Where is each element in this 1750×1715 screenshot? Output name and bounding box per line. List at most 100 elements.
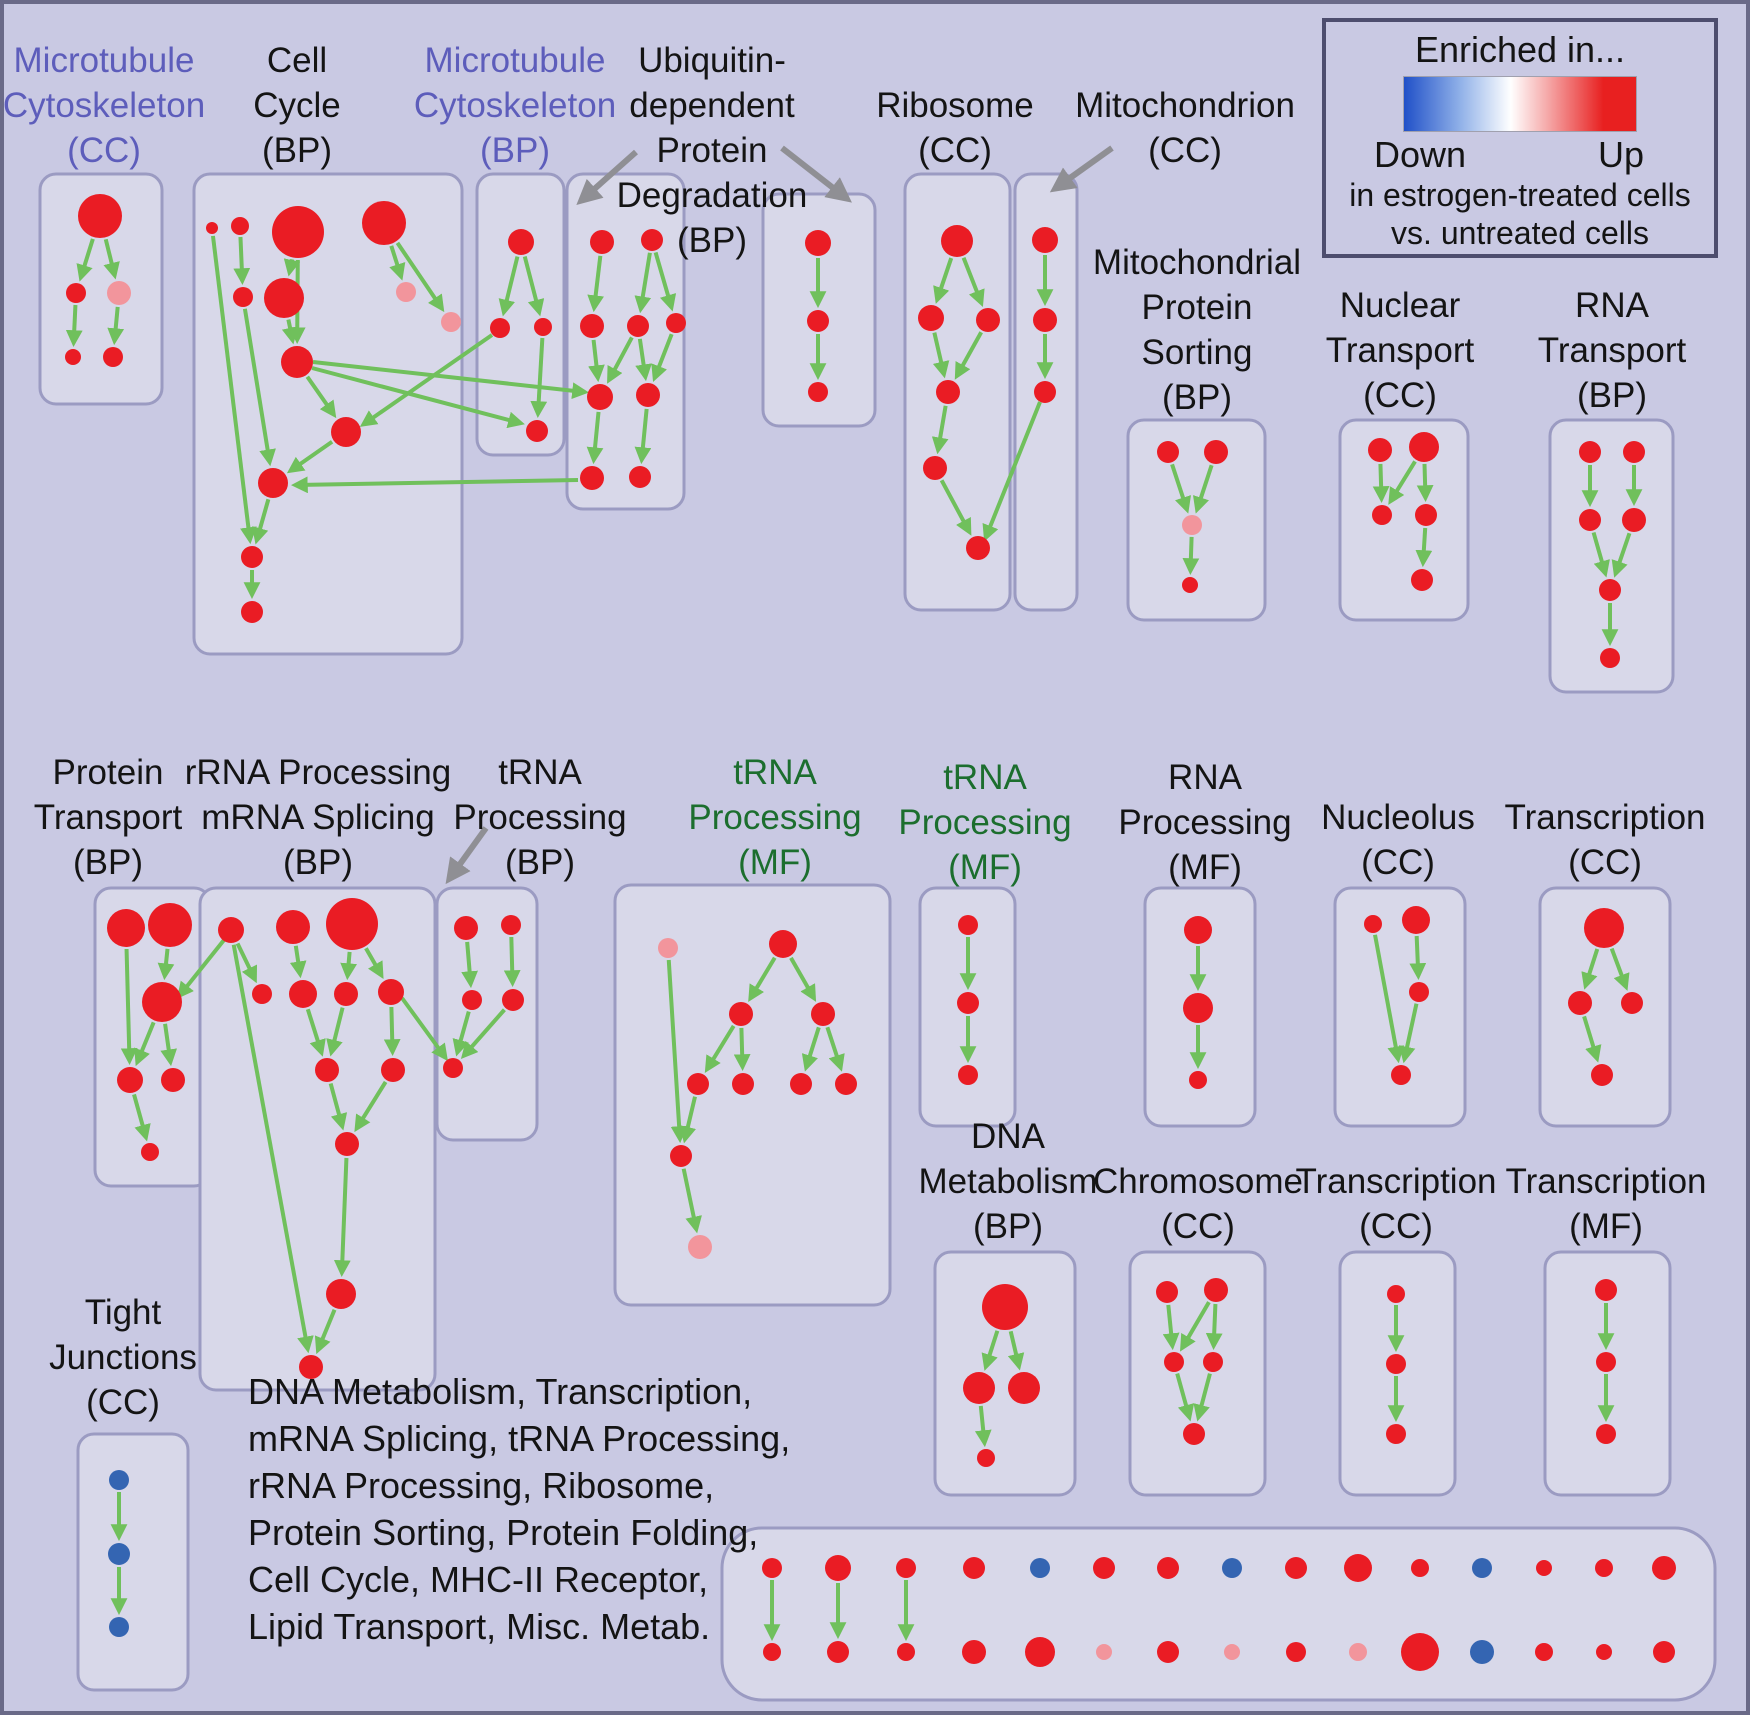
label-rrna-processing-mrna-splicing-bp: rRNA Processing mRNA Splicing (BP) — [184, 753, 452, 882]
go-term-node — [1189, 1071, 1207, 1089]
edge-arrow — [801, 1026, 821, 1072]
edge-arrow — [1372, 463, 1390, 504]
go-term-node — [1368, 438, 1392, 462]
go-term-node — [233, 287, 253, 307]
edge-arrow — [704, 1024, 736, 1073]
edge-arrow — [314, 1308, 337, 1355]
edge-arrow — [588, 339, 605, 383]
go-term-node — [1536, 1560, 1552, 1576]
legend-gradient-bar — [1403, 76, 1637, 132]
go-term-node — [936, 380, 960, 404]
go-term-node — [66, 283, 86, 303]
go-term-node — [963, 1372, 995, 1404]
go-term-node — [272, 206, 324, 258]
go-term-node — [1034, 381, 1056, 403]
go-term-node — [763, 1643, 781, 1661]
panel-chromosome-cc — [1128, 1250, 1267, 1497]
edge-arrow — [283, 258, 301, 277]
pointer-arrow — [576, 149, 638, 206]
go-term-node — [1183, 1423, 1205, 1445]
go-term-node — [1386, 1354, 1406, 1374]
edge-arrow — [1007, 1330, 1025, 1371]
edge-arrow — [312, 360, 590, 400]
go-term-node — [381, 1058, 405, 1082]
go-term-node — [362, 201, 406, 245]
go-term-node — [1157, 441, 1179, 463]
go-term-node — [501, 915, 521, 935]
go-term-node — [252, 984, 272, 1004]
go-term-node — [641, 229, 663, 251]
label-microtubule-cytoskeleton-bp: Microtubule Cytoskeleton (BP) — [413, 41, 617, 170]
go-term-node — [1409, 982, 1429, 1002]
edge-arrow — [666, 959, 688, 1144]
legend-subtitle-line1: in estrogen-treated cells — [1349, 177, 1691, 213]
panel-transcription-mf — [1543, 1250, 1672, 1497]
go-term-node — [1599, 579, 1621, 601]
go-term-node — [918, 305, 944, 331]
edge-arrow — [748, 956, 777, 1003]
go-term-node — [811, 1002, 835, 1026]
go-term-node — [289, 980, 317, 1008]
label-mitochondrion-cc: Mitochondrion (CC) — [1075, 86, 1295, 170]
go-term-node — [1579, 509, 1601, 531]
go-term-node — [1401, 1633, 1439, 1671]
edge-arrow — [76, 238, 95, 282]
go-term-node — [666, 313, 686, 333]
edge-arrow — [974, 1405, 992, 1448]
edge-arrow — [981, 1330, 1000, 1371]
misc-line-6: Lipid Transport, Misc. Metab. — [248, 1606, 711, 1647]
misc-line-1: DNA Metabolism, Transcription, — [248, 1371, 753, 1412]
edge-arrow — [333, 1157, 351, 1278]
go-term-node — [526, 420, 548, 442]
go-term-node — [976, 308, 1000, 332]
edge-arrow — [305, 1008, 326, 1057]
edge-arrow — [530, 337, 548, 419]
panel-nucleolus-cc — [1333, 886, 1467, 1128]
go-term-node — [629, 466, 651, 488]
go-term-node — [977, 1449, 995, 1467]
legend-down-label: Down — [1374, 134, 1467, 175]
edge-arrow — [1175, 1373, 1195, 1422]
label-trna-processing-mf-1: tRNA Processing (MF) — [688, 753, 862, 882]
go-term-node — [108, 1543, 130, 1565]
go-term-node — [1579, 441, 1601, 463]
go-term-node — [1164, 1352, 1184, 1372]
go-term-node — [258, 468, 288, 498]
go-term-node — [1409, 432, 1439, 462]
go-term-node — [1030, 1558, 1050, 1578]
edge-arrow — [364, 947, 384, 980]
label-ubiquitin-dependent-protein-degradation-bp: Ubiquitin- dependent Protein Degradation… — [616, 41, 808, 260]
go-term-node — [1386, 1424, 1406, 1444]
edge-arrow — [1581, 948, 1600, 990]
label-transcription-cc-1: Transcription (CC) — [1504, 798, 1706, 882]
go-term-node — [825, 1555, 851, 1581]
edge-arrow — [120, 948, 138, 1066]
go-term-node — [148, 903, 192, 947]
go-term-node — [627, 315, 649, 337]
go-term-node — [1596, 1424, 1616, 1444]
go-term-node — [508, 229, 534, 255]
misc-category-list: DNA Metabolism, Transcription, mRNA Spli… — [248, 1368, 790, 1650]
edge-arrow — [982, 401, 1042, 542]
go-term-node — [241, 601, 263, 623]
go-term-node — [443, 1058, 463, 1078]
edge-arrow — [389, 245, 406, 281]
edge-arrow — [635, 338, 652, 382]
edge-arrow — [1388, 460, 1417, 505]
go-term-node — [590, 230, 614, 254]
go-term-node — [490, 318, 510, 338]
panel-trna-processing-bp — [435, 886, 539, 1142]
go-term-node — [1157, 1557, 1179, 1579]
go-term-node — [441, 312, 461, 332]
go-term-node — [331, 417, 361, 447]
edge-arrow — [311, 366, 525, 429]
go-term-node — [769, 930, 797, 958]
edge-arrow — [157, 948, 175, 981]
go-term-node — [1285, 1557, 1307, 1579]
edge-arrow — [933, 257, 954, 304]
legend: Enriched in... Down Up in estrogen-treat… — [1322, 18, 1718, 258]
go-term-node — [963, 1557, 985, 1579]
go-term-node — [687, 1073, 709, 1095]
label-rna-processing-mf: RNA Processing (MF) — [1118, 758, 1292, 887]
go-term-node — [109, 1470, 129, 1490]
